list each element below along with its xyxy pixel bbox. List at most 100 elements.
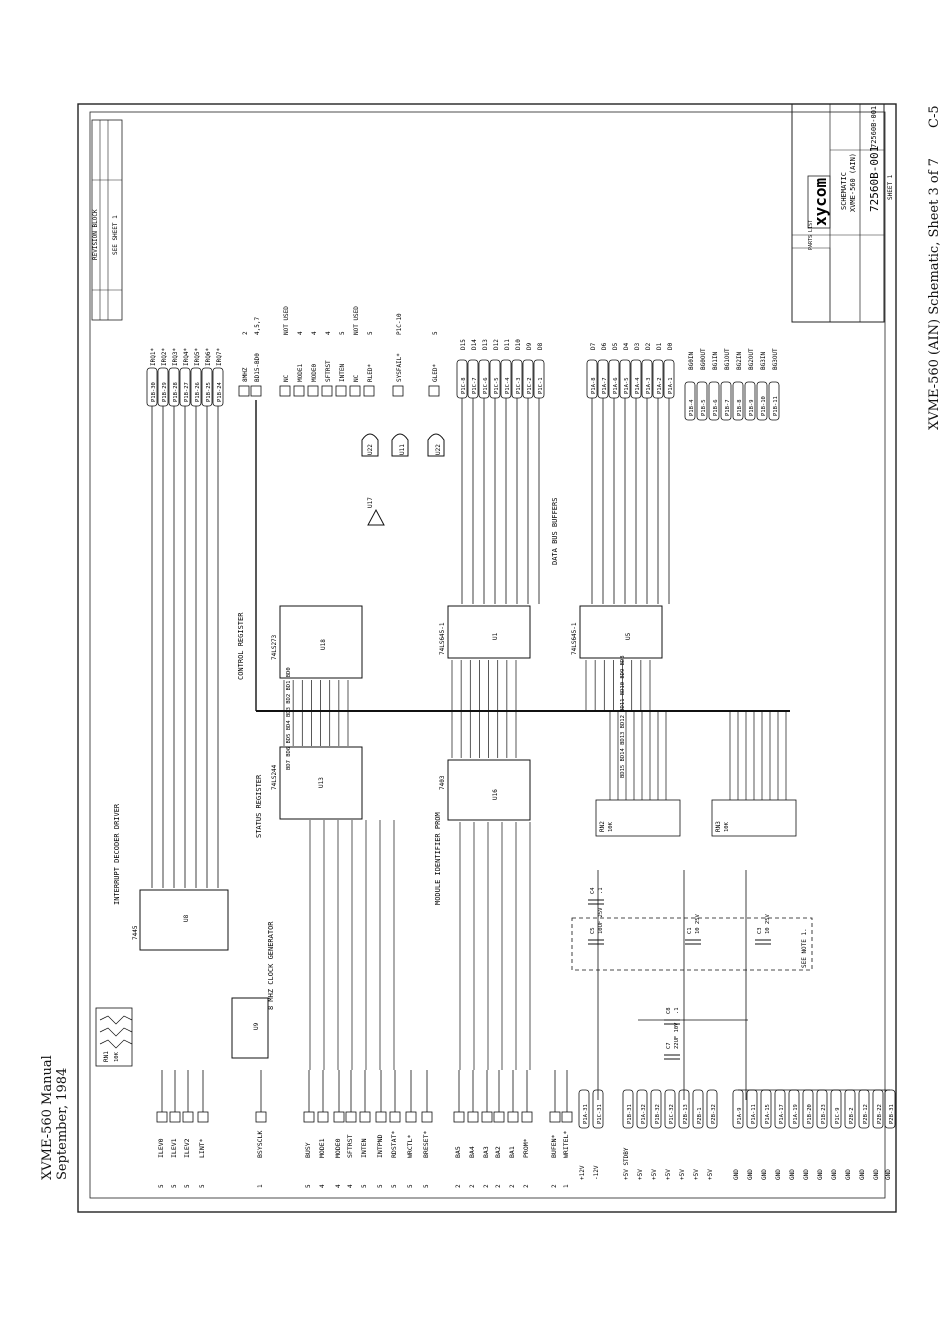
control-port [238,385,250,397]
left-signal-port [333,1111,345,1123]
power-pin-conn: P2B-22 [877,1104,883,1124]
power-pin-conn: P1B-32 [655,1104,661,1124]
control-sheet: 4 [325,331,332,335]
chip-u13: 74LS244 U13 [271,746,363,820]
capacitor-value: 10UF 25V [598,907,604,934]
control-port [392,385,404,397]
power-pin-conn-box [664,1089,676,1129]
power-pin-conn: P1C-32 [669,1104,675,1124]
left-signal-name: BUSY [304,1142,312,1158]
revision-block-title: REVISION BLOCK [92,209,99,260]
data-low-conn: P1A-5 [624,377,630,394]
control-name: SFTRST [325,360,332,382]
resistor-rn1: RN1 [95,1007,133,1067]
left-signal-port [405,1111,417,1123]
drawing-number: 72560B-001 [868,146,881,212]
power-pin-conn: P2B-1 [697,1107,703,1124]
irq-conn: P1B-26 [195,382,201,402]
power-pin-name: GND [873,1169,880,1180]
left-signal-port [549,1111,561,1123]
left-signal-port [317,1111,329,1123]
left-signal-name: LINT* [198,1138,206,1158]
clock-title: 8 MHZ CLOCK GENERATOR [267,921,275,1010]
left-signal-sheet: 2 [455,1184,462,1188]
bus-grant-conn: P1B-7 [725,399,731,416]
left-signal-sheet: 5 [171,1184,178,1188]
left-signal-port [345,1111,357,1123]
power-pin-name: +12V [579,1165,586,1180]
title-line2: XVME-560 (AIN) [849,153,857,212]
irq-name: IRQ7* [216,348,223,366]
bus-grant-conn-box [696,381,708,421]
left-signal-sheet: 5 [361,1184,368,1188]
irq-name: IRQ1* [150,348,157,366]
bus-grant-conn: P1B-8 [737,399,743,416]
power-pin-name: +5V [665,1169,672,1180]
control-sheet: 2 [242,331,249,335]
irq-name: IRQ2* [161,348,168,366]
bus-grant-conn-box [756,381,768,421]
data-high-conn: P1C-1 [538,377,544,394]
left-signal-port [453,1111,465,1123]
data-low-name: D0 [667,342,674,350]
svg-text:U5: U5 [625,632,632,640]
power-pin-name: +5V [707,1169,714,1180]
left-signal-sheet: 1 [257,1184,264,1188]
chip-u8: 7445 U8 [132,889,229,951]
bus-grant-name: BG3IN [760,352,767,370]
svg-text:U11: U11 [399,444,406,455]
svg-text:RN1: RN1 [103,1051,110,1062]
see-note: SEE NOTE 1. [801,928,808,968]
data-low-conn: P1A-4 [635,377,641,394]
svg-text:U8: U8 [183,914,190,922]
control-name: NC [353,374,360,382]
capacitor-ref: C7 [666,1042,672,1049]
chip-u5: 74LS645-1 U5 [571,605,663,659]
irq-conn: P1B-27 [184,382,190,402]
left-signal-name: INTPND [376,1134,384,1158]
data-high-conn: P1C-6 [483,377,489,394]
capacitor-value: 10 25V [695,913,701,934]
left-signal-name: MODE1 [318,1138,326,1158]
power-pin-conn: P1A-9 [737,1107,743,1124]
drawing-border [77,103,897,1213]
left-signal-sheet: 2 [483,1184,490,1188]
schematic-dynamic-content: 5ILEV05ILEV15ILEV25LINT*1BSYSCLK5BUSY4MO… [114,306,896,1188]
power-pin-conn: P1B-20 [807,1104,813,1124]
title-line1: SCHEMATIC [840,172,848,210]
data-low-conn: P1A-8 [591,377,597,394]
left-signal-port [521,1111,533,1123]
left-signal-name: ILEV1 [170,1138,178,1158]
module-id-title: MODULE IDENTIFIER PROM [434,812,442,905]
control-port [250,385,262,397]
left-signal-sheet: 2 [509,1184,516,1188]
capacitor-value: .1 [598,887,604,894]
data-low-name: D4 [623,342,630,350]
left-signal-name: BA4 [468,1146,476,1158]
sheet-label: SHEET 1 [887,174,894,200]
bus-grant-conn: P1B-4 [689,399,695,416]
control-name: GLED* [432,364,439,382]
control-port [349,385,361,397]
capacitor-ref: C3 [757,927,763,934]
gate-u11: U11 [391,433,409,457]
bus-grant-conn-box [708,381,720,421]
left-signal-name: MODE0 [334,1138,342,1158]
control-name: INTEN [339,364,346,382]
bus-grant-name: BG1IN [712,352,719,370]
data-high-name: D11 [504,339,511,350]
left-signal-name: BA5 [454,1146,462,1158]
svg-text:U17: U17 [367,497,374,508]
data-high-name: D13 [482,339,489,350]
data-low-name: D2 [645,342,652,350]
left-signal-port [197,1111,209,1123]
data-low-name: D3 [634,342,641,350]
power-pin-conn-box [650,1089,662,1129]
left-signal-port [481,1111,493,1123]
svg-text:U16: U16 [492,789,499,800]
left-signal-sheet: 2 [551,1184,558,1188]
power-pin-conn: P1C-9 [835,1107,841,1124]
power-pin-conn: P2B-32 [711,1104,717,1124]
bus-grant-name: BG2IN [736,352,743,370]
